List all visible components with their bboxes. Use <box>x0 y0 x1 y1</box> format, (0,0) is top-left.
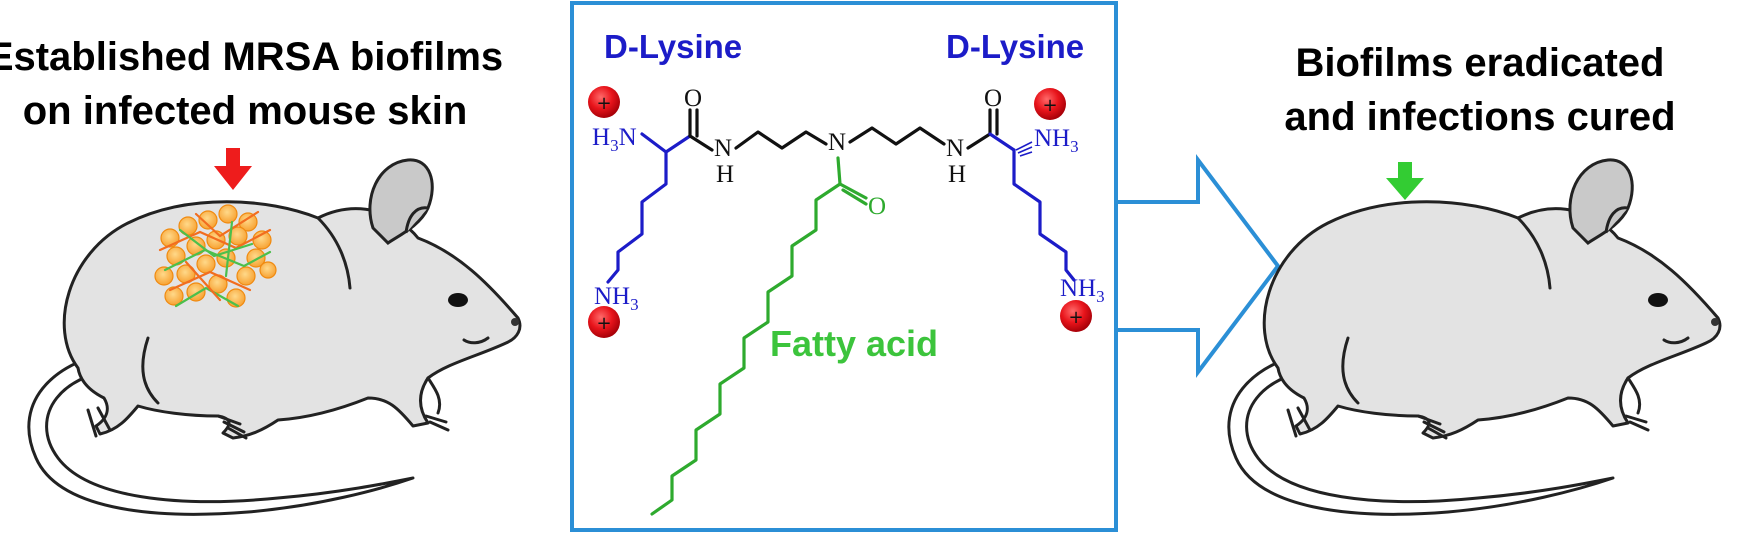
right-amide-n: N <box>946 135 964 162</box>
left-h3n-atom: H3N <box>592 124 637 155</box>
svg-text:+: + <box>596 93 611 114</box>
infected-mouse-icon <box>27 158 522 516</box>
positive-charge-icon-2: + <box>588 306 620 338</box>
right-lysine-structure: NH3 NH3 <box>988 125 1105 306</box>
biofilm-icon <box>154 204 277 308</box>
central-n: N <box>828 129 846 156</box>
right-amide-h: H <box>948 161 966 188</box>
right-lysine-label: D-Lysine <box>946 28 1084 65</box>
right-carbonyl-o: O <box>984 85 1002 112</box>
left-amide-h: H <box>716 161 734 188</box>
positive-charge-icon-4: + <box>1060 300 1092 332</box>
left-bottom-nh3-atom: NH3 <box>594 283 639 314</box>
left-amide-n: N <box>714 135 732 162</box>
fatty-acid-label: Fatty acid <box>770 323 938 364</box>
fatty-acid-o: O <box>868 193 886 220</box>
left-lysine-label: D-Lysine <box>604 28 742 65</box>
molecule-box <box>570 1 1118 532</box>
process-arrow-icon <box>1118 154 1281 378</box>
left-caption-line2: on infected mouse skin <box>23 89 468 133</box>
positive-charge-icon-1: + <box>588 86 620 118</box>
right-caption-line1: Biofilms eradicated <box>1295 41 1664 85</box>
positive-charge-icon-3: + <box>1034 88 1066 120</box>
right-bottom-nh3-atom: NH3 <box>1060 275 1105 306</box>
left-amide-structure: O N H N N H O <box>684 85 1002 188</box>
left-carbonyl-o: O <box>684 85 702 112</box>
svg-text:+: + <box>1042 95 1057 116</box>
molecule-panel: D-Lysine D-Lysine Fatty acid H3N NH3 O N… <box>570 1 1118 532</box>
right-nh3-atom: NH3 <box>1034 125 1079 156</box>
cured-mouse-icon <box>1227 158 1722 516</box>
fatty-acid-structure: O <box>650 156 886 516</box>
svg-text:+: + <box>596 313 611 334</box>
left-panel: Established MRSA biofilms on infected mo… <box>0 35 522 516</box>
down-arrow-icon <box>214 148 252 190</box>
right-panel: Biofilms eradicated and infections cured <box>1227 41 1722 516</box>
down-arrow-icon-green <box>1386 162 1424 200</box>
left-caption-line1: Established MRSA biofilms <box>0 35 503 79</box>
left-lysine-structure: H3N NH3 <box>592 124 692 314</box>
svg-text:+: + <box>1068 307 1083 328</box>
right-caption-line2: and infections cured <box>1284 95 1675 139</box>
